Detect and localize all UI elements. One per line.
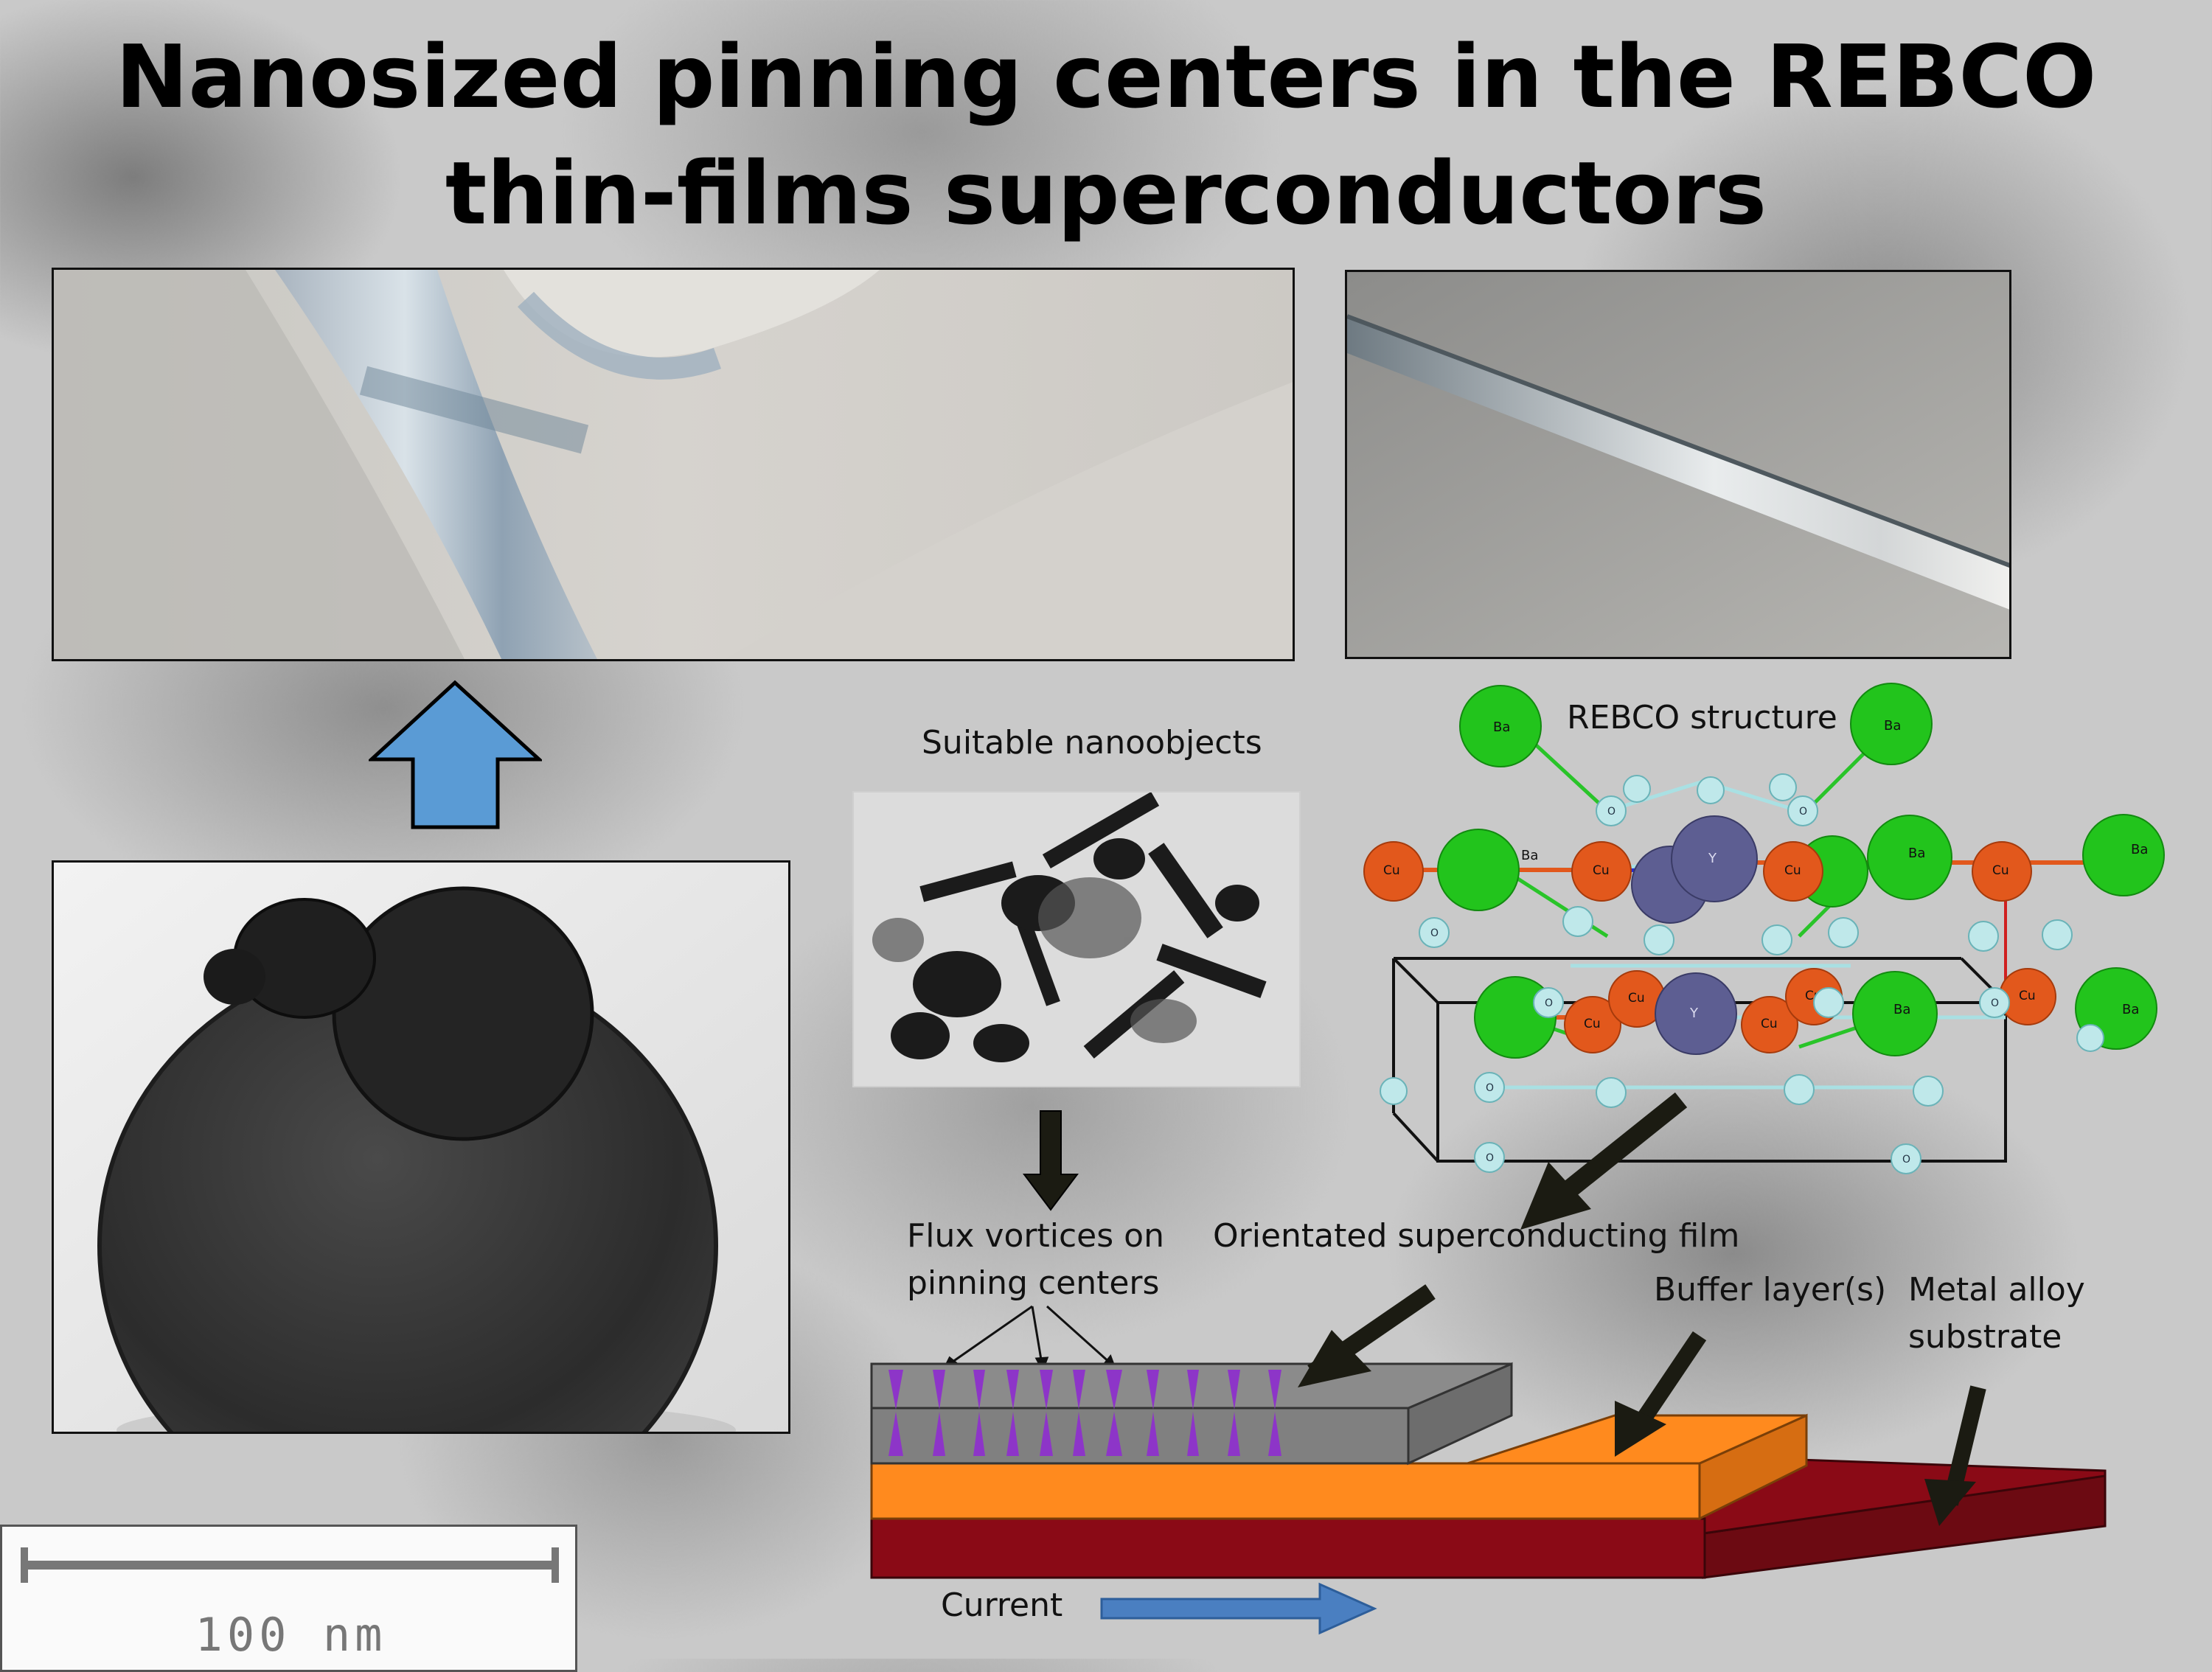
atom-ba-label: Ba bbox=[1493, 720, 1510, 735]
atom-o-label: O bbox=[1607, 806, 1615, 818]
atom-o-label: O bbox=[1486, 1082, 1494, 1094]
atom-y-label: Y bbox=[1689, 1006, 1699, 1021]
metal-alloy-line-2: substrate bbox=[1908, 1318, 2062, 1356]
orientated-film-label: Orientated superconducting film bbox=[1213, 1217, 1740, 1255]
nanoobjects-label: Suitable nanoobjects bbox=[922, 724, 1262, 762]
atom-ba-label: Ba bbox=[1908, 846, 1925, 861]
atom-o-label: O bbox=[1991, 997, 1999, 1009]
sputter-target-discs-photo bbox=[52, 860, 790, 1434]
scale-bar-text: 100 nm bbox=[195, 1608, 387, 1662]
atom-o-label: O bbox=[1545, 997, 1553, 1009]
tape-roll-photo bbox=[52, 268, 1295, 661]
atom-o-label: O bbox=[1486, 1152, 1494, 1164]
atom-cu-label: Cu bbox=[1593, 863, 1610, 878]
atom-cu-label: Cu bbox=[1992, 863, 2009, 878]
up-arrow-icon bbox=[369, 680, 542, 829]
current-label: Current bbox=[941, 1586, 1063, 1624]
atom-o-label: O bbox=[1430, 927, 1439, 939]
slide-title: Nanosized pinning centers in the REBCO t… bbox=[0, 18, 2212, 251]
flux-vortices-label: Flux vortices on pinning centers bbox=[907, 1213, 1164, 1307]
metal-alloy-line-1: Metal alloy bbox=[1908, 1271, 2085, 1309]
atom-cu-label: Cu bbox=[1628, 991, 1645, 1006]
layered-tape-diagram bbox=[870, 1284, 2107, 1579]
atom-o-label: O bbox=[1799, 806, 1807, 818]
scale-bar-box: 100 nm bbox=[0, 1525, 577, 1672]
flux-vortices-line-2: pinning centers bbox=[907, 1264, 1160, 1302]
buffer-layers-label: Buffer layer(s) bbox=[1654, 1271, 1887, 1309]
current-arrow-icon bbox=[1100, 1582, 1377, 1635]
rebco-crystal-structure: Ba Ba Ba Ba Ba Ba Ba Cu Cu Cu Cu Cu Cu C… bbox=[1363, 683, 2165, 1174]
flux-vortices-line-1: Flux vortices on bbox=[907, 1217, 1164, 1255]
title-line-1: Nanosized pinning centers in the REBCO bbox=[115, 26, 2097, 128]
tape-strip-photo bbox=[1345, 270, 2011, 659]
atom-y-label: Y bbox=[1708, 851, 1717, 866]
atom-ba-label: Ba bbox=[2131, 842, 2148, 857]
title-line-2: thin-films superconductors bbox=[445, 142, 1767, 244]
rebco-structure-label: REBCO structure bbox=[1567, 699, 1837, 736]
atom-o-label: O bbox=[1902, 1154, 1910, 1166]
metal-alloy-label: Metal alloy substrate bbox=[1908, 1267, 2085, 1361]
atom-cu-label: Cu bbox=[1584, 1017, 1601, 1031]
atom-cu-label: Cu bbox=[1761, 1017, 1778, 1031]
atom-ba-label: Ba bbox=[1884, 718, 1901, 734]
atom-ba-label: Ba bbox=[1521, 848, 1538, 863]
atom-cu-label: Cu bbox=[1784, 863, 1801, 878]
atom-cu-label: Cu bbox=[1383, 863, 1400, 878]
atom-cu-label: Cu bbox=[2019, 989, 2036, 1003]
atom-ba-label: Ba bbox=[1893, 1002, 1910, 1017]
nanoobjects-tem-image bbox=[852, 791, 1301, 1087]
structure-to-film-arrow-icon bbox=[1520, 1092, 1688, 1230]
down-arrow-icon bbox=[1023, 1110, 1079, 1211]
scale-bar-line bbox=[21, 1547, 559, 1583]
atom-ba-label: Ba bbox=[2122, 1002, 2139, 1017]
